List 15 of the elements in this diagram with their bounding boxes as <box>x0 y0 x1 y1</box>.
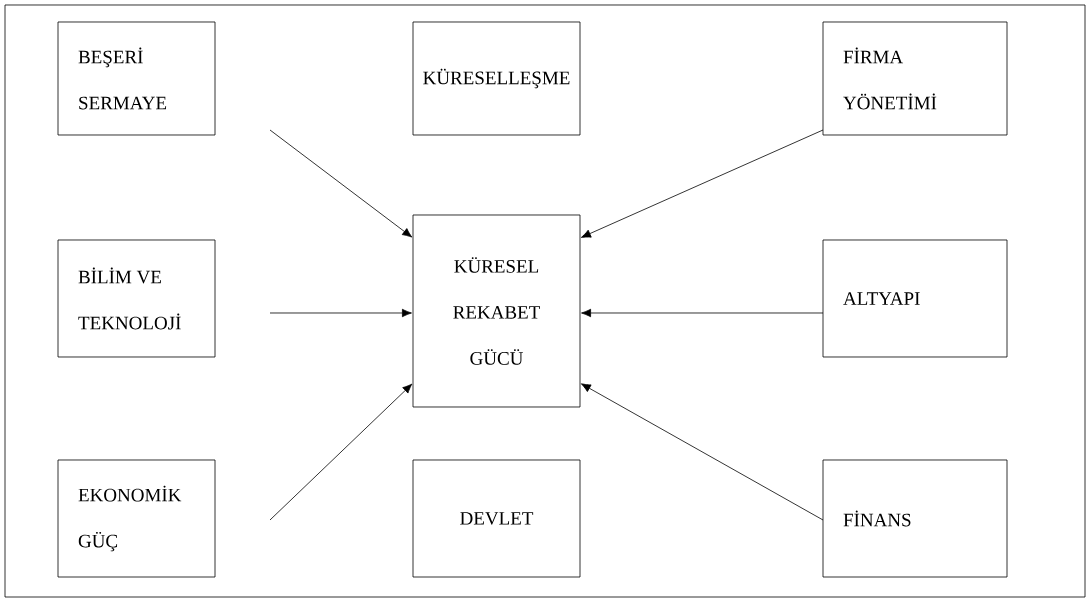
process-box: ALTYAPI <box>822 239 1008 358</box>
process-box: KÜRESEL REKABET GÜCÜ <box>412 214 581 408</box>
process-box: EKONOMİK GÜÇ <box>57 459 216 578</box>
process-box: BEŞERİ SERMAYE <box>57 21 216 136</box>
process-box: DEVLET <box>412 459 581 578</box>
arrow <box>581 129 824 238</box>
arrow <box>269 383 413 521</box>
arrow <box>580 383 824 521</box>
arrow <box>269 129 413 238</box>
process-box: FİNANS <box>822 459 1008 578</box>
process-box: BİLİM VE TEKNOLOJİ <box>57 239 216 358</box>
arrow <box>269 308 412 318</box>
process-box: KÜRESELLEŞME <box>412 21 581 136</box>
arrow <box>581 308 824 318</box>
process-box: FİRMA YÖNETİMİ <box>822 21 1008 136</box>
